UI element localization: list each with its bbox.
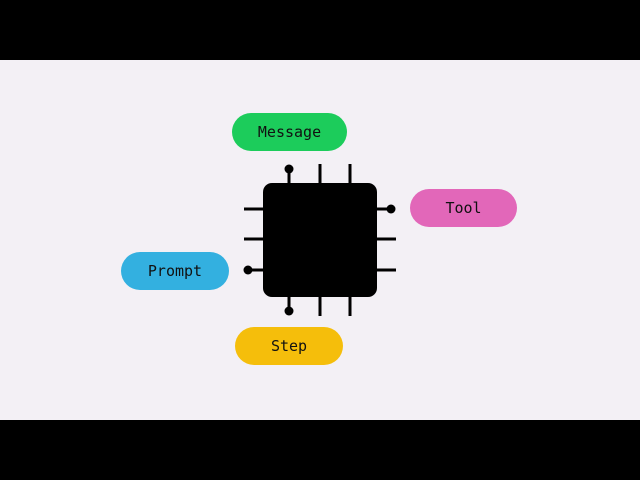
chip-body (263, 183, 377, 297)
chip-diagram (243, 164, 396, 316)
pin-right-1-terminal (386, 204, 396, 214)
letterbox-bottom (0, 420, 640, 480)
step-node-label: Step (270, 337, 308, 355)
prompt-node-label: Prompt (147, 262, 203, 280)
message-node-label: Message (257, 123, 322, 141)
chip-pins-bottom (287, 296, 352, 316)
pin-top-1-terminal (284, 164, 294, 174)
chip-pins-top (287, 164, 352, 184)
pin-left-3-terminal (243, 265, 253, 275)
message-node: Message (232, 113, 347, 151)
prompt-node: Prompt (121, 252, 229, 290)
chip-pins-left (244, 207, 264, 272)
step-node: Step (235, 327, 343, 365)
tool-node: Tool (410, 189, 517, 227)
tool-node-label: Tool (445, 199, 482, 217)
letterbox-top (0, 0, 640, 60)
pin-bottom-1-terminal (284, 306, 294, 316)
diagram-canvas: Message Tool Prompt Step (0, 60, 640, 420)
chip-pins-right (376, 207, 396, 272)
